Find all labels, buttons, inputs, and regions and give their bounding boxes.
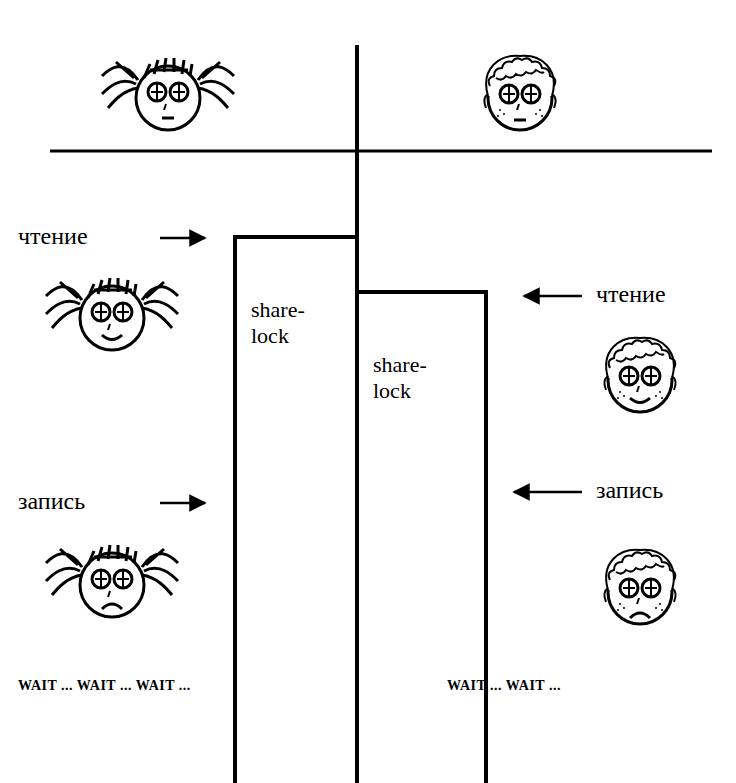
operation-label: чтение bbox=[596, 280, 666, 308]
lock-label: share-lock bbox=[373, 352, 453, 404]
wait-note: WAIT ... WAIT ... WAIT ... bbox=[18, 672, 191, 700]
lock-label: share-lock bbox=[251, 297, 331, 349]
operation-label: запись bbox=[18, 487, 85, 515]
operation-label: запись bbox=[596, 476, 663, 504]
wait-note: WAIT ... WAIT ... bbox=[447, 672, 561, 700]
share-lock-region: share-lock bbox=[233, 235, 359, 783]
operation-label: чтение bbox=[18, 222, 88, 250]
share-lock-region: share-lock bbox=[355, 290, 488, 783]
